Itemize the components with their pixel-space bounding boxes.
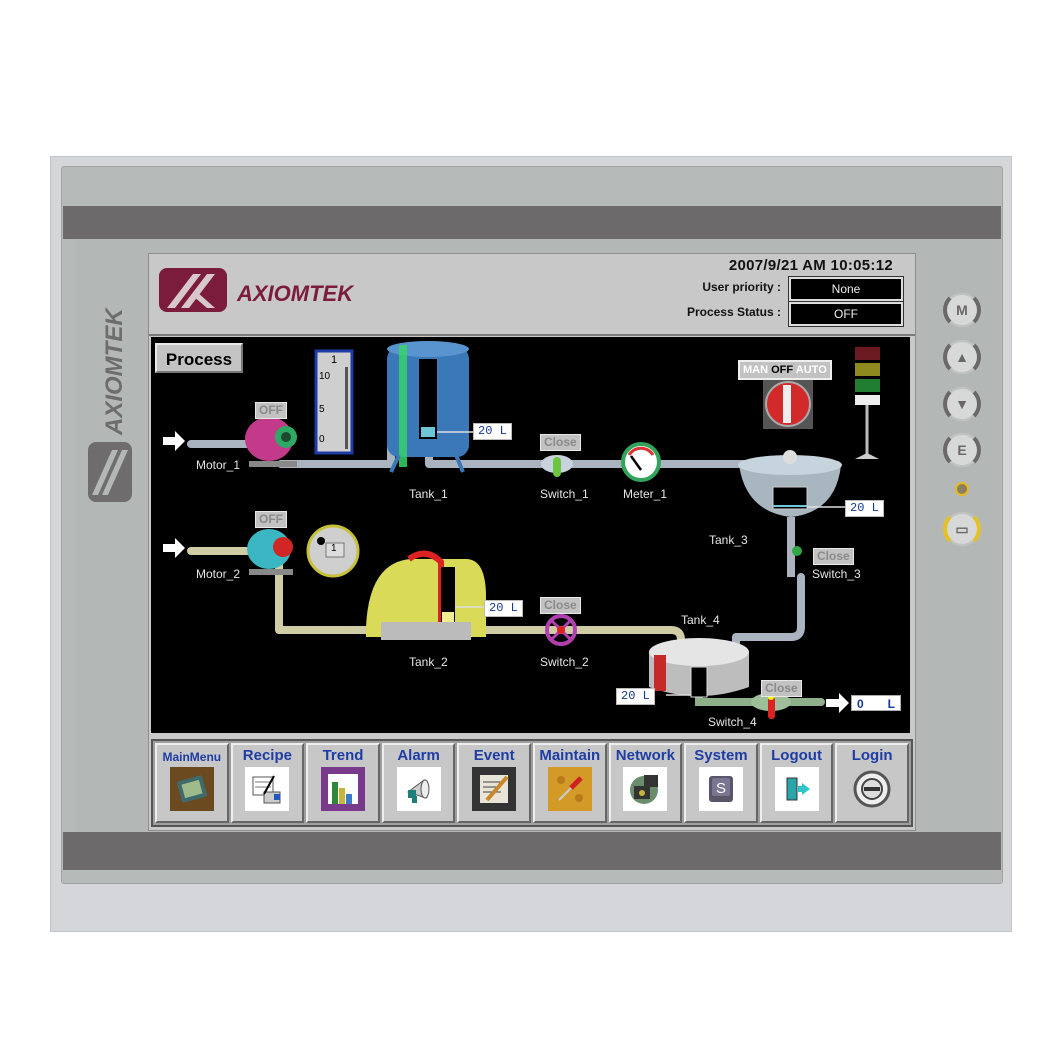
motor-2-state-button[interactable]: OFF — [255, 511, 287, 528]
switch-4-label: Switch_4 — [708, 715, 757, 729]
piping-diagram — [163, 341, 880, 719]
switch-1-close-button[interactable]: Close — [540, 434, 581, 451]
tank-2-level: 20 L — [484, 600, 523, 617]
bezel-band-bottom — [63, 832, 1001, 870]
up-key[interactable]: ▲ — [943, 338, 981, 376]
tank-1-level: 20 L — [473, 423, 512, 440]
svg-text:AXIOMTEK: AXIOMTEK — [101, 307, 128, 436]
network-icon — [623, 767, 668, 811]
megaphone-icon — [396, 767, 441, 811]
datetime-display: 2007/9/21 AM 10:05:12 — [728, 257, 893, 274]
inlet-arrow-icon — [163, 431, 185, 451]
svg-text:S: S — [716, 780, 726, 797]
process-status-label: Process Status : — [686, 305, 781, 319]
screen-header: AXIOMTEK 2007/9/21 AM 10:05:12 User prio… — [149, 254, 915, 336]
bottom-navigation: MainMenu Recipe Trend Alarm Event Mainta… — [151, 739, 913, 827]
gauge-tick-10: 10 — [319, 371, 331, 382]
menu-key[interactable]: M — [943, 291, 981, 329]
system-key-icon: S — [698, 767, 743, 811]
tank-3-level: 20 L — [845, 500, 884, 517]
recipe-icon — [245, 767, 290, 811]
process-diagram: Process — [151, 337, 910, 733]
svg-text:AXIOMTEK: AXIOMTEK — [236, 281, 355, 306]
tank-4-label: Tank_4 — [681, 613, 720, 627]
nav-trend-button[interactable]: Trend — [306, 743, 380, 823]
process-title: Process — [155, 343, 243, 373]
display-key[interactable]: ▭ — [943, 510, 981, 548]
tablet-icon — [169, 767, 214, 811]
gauge-value: 1 — [330, 354, 338, 366]
user-priority-label: User priority : — [702, 280, 781, 294]
bezel-band-top — [63, 206, 1001, 239]
nav-login-button[interactable]: Login — [835, 743, 909, 823]
nav-network-button[interactable]: Network — [608, 743, 683, 823]
side-brand-logo: AXIOMTEK — [82, 290, 142, 510]
nav-system-button[interactable]: System S — [684, 743, 758, 823]
nav-recipe-button[interactable]: Recipe — [230, 743, 305, 823]
enter-key[interactable]: E — [943, 431, 981, 469]
switch-3-label: Switch_3 — [812, 567, 861, 581]
motor-2-label: Motor_2 — [196, 567, 241, 581]
switch-2-close-button[interactable]: Close — [540, 597, 581, 614]
key-lock-icon — [850, 767, 895, 811]
user-priority-value: None — [788, 276, 904, 302]
switch-2-label: Switch_2 — [540, 655, 589, 669]
axiomtek-logo: AXIOMTEK — [159, 266, 389, 316]
gauge-tick-0: 0 — [319, 434, 325, 445]
dial-2-value: 1 — [331, 543, 337, 554]
tank-2-label: Tank_2 — [409, 655, 448, 669]
process-status-value: OFF — [788, 301, 904, 327]
exit-door-icon — [774, 767, 819, 811]
screwdriver-icon — [547, 767, 592, 811]
bar-chart-icon — [320, 767, 365, 811]
notepad-icon — [472, 767, 517, 811]
nav-maintain-button[interactable]: Maintain — [532, 743, 607, 823]
hmi-screen: AXIOMTEK 2007/9/21 AM 10:05:12 User prio… — [148, 253, 916, 831]
motor-1-label: Motor_1 — [196, 458, 241, 472]
tank-1-label: Tank_1 — [409, 487, 448, 501]
meter-1-label: Meter_1 — [623, 487, 668, 501]
tank-3-label: Tank_3 — [709, 533, 748, 547]
switch-4-close-button[interactable]: Close — [761, 680, 802, 697]
nav-mainmenu-button[interactable]: MainMenu — [155, 743, 229, 823]
power-led-icon — [955, 482, 969, 496]
nav-logout-button[interactable]: Logout — [759, 743, 834, 823]
switch-3-close-button[interactable]: Close — [813, 548, 854, 565]
tank-4-level: 20 L — [616, 688, 655, 705]
nav-event-button[interactable]: Event — [457, 743, 531, 823]
mode-selector[interactable]: MAN OFF AUTO — [738, 360, 832, 380]
down-key[interactable]: ▼ — [943, 385, 981, 423]
gauge-tick-5: 5 — [319, 404, 325, 415]
output-volume: 0 L — [851, 695, 901, 711]
motor-1-state-button[interactable]: OFF — [255, 402, 287, 419]
nav-alarm-button[interactable]: Alarm — [381, 743, 456, 823]
switch-1-label: Switch_1 — [540, 487, 589, 501]
